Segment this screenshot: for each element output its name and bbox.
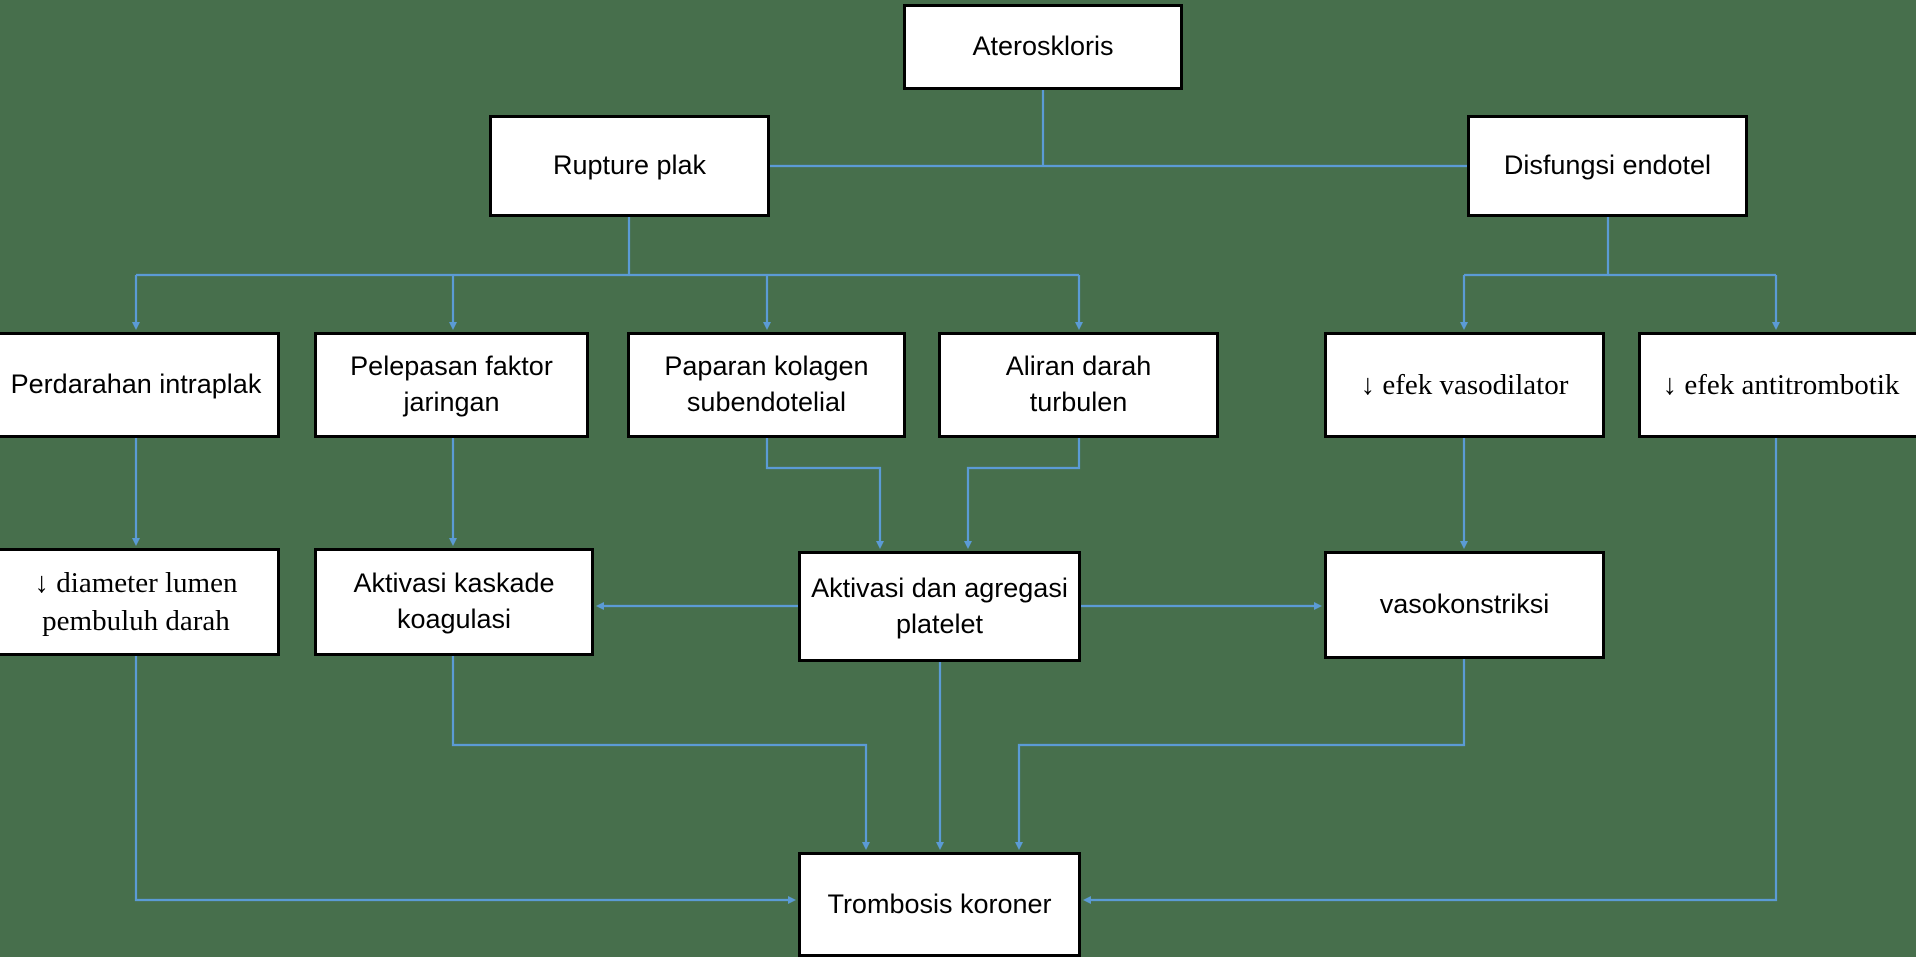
node-label: Trombosis koroner <box>827 888 1052 919</box>
node-diameter-lumen-pembuluh-darah[interactable]: ↓ diameter lumen pembuluh darah <box>0 548 280 656</box>
node-efek-vasodilator[interactable]: ↓ efek vasodilator <box>1324 332 1605 438</box>
node-pelepasan-faktor-jaringan[interactable]: Pelepasan faktor jaringan <box>314 332 589 438</box>
edge-aliran-to-platelet <box>964 438 1081 549</box>
node-label: Perdarahan intraplak <box>10 369 262 400</box>
node-label: Disfungsi endotel <box>1503 150 1712 181</box>
edge-diameter-to-trombosis <box>134 656 796 904</box>
node-label: Paparan kolagen subendotelial <box>664 351 869 417</box>
node-perdarahan-intraplak[interactable]: Perdarahan intraplak <box>0 332 280 438</box>
node-efek-antitrombotik[interactable]: ↓ efek antitrombotik <box>1638 332 1916 438</box>
node-label: ↓ diameter lumen pembuluh darah <box>34 566 238 637</box>
node-vasokonstriksi[interactable]: vasokonstriksi <box>1324 551 1605 659</box>
node-paparan-kolagen-subendotelial[interactable]: Paparan kolagen subendotelial <box>627 332 906 438</box>
edge-antitrombotik-to-trombosis <box>1083 438 1778 904</box>
edge-paparan-to-platelet <box>765 438 884 549</box>
edge-vasokonstriksi-to-trombosis <box>1015 659 1466 850</box>
node-aktivasi-dan-agregasi-platelet[interactable]: Aktivasi dan agregasi platelet <box>798 551 1081 662</box>
node-trombosis-koroner[interactable]: Trombosis koroner <box>798 852 1081 957</box>
node-label: Rupture plak <box>552 150 707 181</box>
node-rupture-plak[interactable]: Rupture plak <box>489 115 770 217</box>
node-label: Pelepasan faktor jaringan <box>350 351 553 417</box>
node-label: Aliran darah turbulen <box>1005 351 1152 417</box>
node-aktivasi-kaskade-koagulasi[interactable]: Aktivasi kaskade koagulasi <box>314 548 594 656</box>
node-label: vasokonstriksi <box>1379 589 1550 620</box>
node-aliran-darah-turbulen[interactable]: Aliran darah turbulen <box>938 332 1219 438</box>
node-label: Aktivasi dan agregasi platelet <box>811 572 1068 639</box>
edge-kaskade-to-trombosis <box>451 656 870 850</box>
node-disfungsi-endotel[interactable]: Disfungsi endotel <box>1467 115 1748 217</box>
node-ateroskloris[interactable]: Ateroskloris <box>903 4 1183 90</box>
node-label: ↓ efek antitrombotik <box>1662 368 1900 401</box>
node-label: Aktivasi kaskade koagulasi <box>353 568 555 634</box>
node-label: ↓ efek vasodilator <box>1360 368 1569 401</box>
node-label: Ateroskloris <box>972 31 1114 62</box>
